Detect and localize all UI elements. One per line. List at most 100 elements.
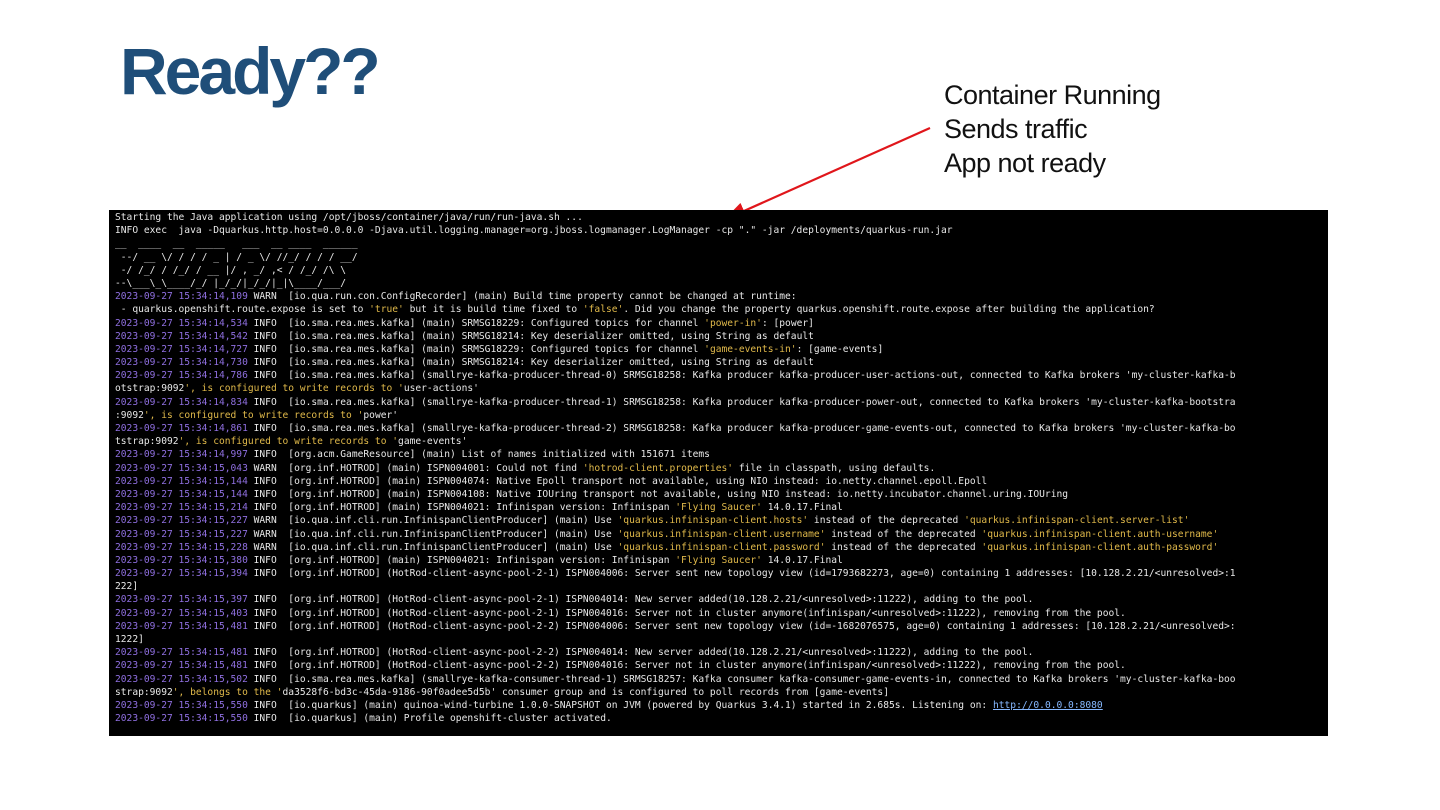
log-line: --/ __ \/ / / / _ | / _ \/ //_/ / / / __… — [109, 251, 1328, 264]
log-timestamp: 2023-09-27 15:34:15,380 — [115, 554, 248, 566]
log-message: INFO [org.inf.HOTROD] (HotRod-client-asy… — [247, 660, 1126, 672]
log-message: strap:9092', belongs to the 'da3528f6-bd… — [115, 686, 889, 698]
log-timestamp: 2023-09-27 15:34:15,403 — [115, 607, 248, 619]
log-message: WARN [io.qua.inf.cli.run.InfinispanClien… — [247, 528, 1219, 540]
terminal-log[interactable]: Starting the Java application using /opt… — [109, 210, 1328, 736]
log-line: 2023-09-27 15:34:14,730 INFO [io.sma.rea… — [109, 356, 1328, 369]
log-line: 2023-09-27 15:34:14,861 INFO [io.sma.rea… — [109, 422, 1328, 435]
log-line: 2023-09-27 15:34:15,550 INFO [io.quarkus… — [109, 699, 1328, 712]
log-line: 2023-09-27 15:34:14,534 INFO [io.sma.rea… — [109, 317, 1328, 330]
log-line: 1222] — [109, 633, 1328, 646]
log-timestamp: 2023-09-27 15:34:15,227 — [115, 528, 248, 540]
log-message: INFO [org.inf.HOTROD] (HotRod-client-asy… — [247, 568, 1236, 580]
callout-line-container-running: Container Running — [944, 80, 1161, 110]
log-message: INFO [io.quarkus] (main) quinoa-wind-tur… — [247, 699, 993, 711]
log-line: 2023-09-27 15:34:15,144 INFO [org.inf.HO… — [109, 475, 1328, 488]
log-message: - quarkus.openshift.route.expose is set … — [115, 304, 1155, 316]
log-line: 2023-09-27 15:34:15,214 INFO [org.inf.HO… — [109, 501, 1328, 514]
log-line: 2023-09-27 15:34:15,227 WARN [io.qua.inf… — [109, 514, 1328, 527]
log-timestamp: 2023-09-27 15:34:14,834 — [115, 396, 248, 408]
log-line: 2023-09-27 15:34:14,109 WARN [io.qua.run… — [109, 290, 1328, 303]
log-message: INFO [io.sma.rea.mes.kafka] (main) SRMSG… — [247, 317, 814, 329]
log-timestamp: 2023-09-27 15:34:15,550 — [115, 699, 248, 711]
log-message: INFO [io.sma.rea.mes.kafka] (main) SRMSG… — [247, 330, 814, 342]
log-line: 2023-09-27 15:34:15,481 INFO [org.inf.HO… — [109, 646, 1328, 659]
log-message: INFO [org.inf.HOTROD] (main) ISPN004021:… — [247, 554, 843, 566]
log-url-link[interactable]: http://0.0.0.0:8080 — [992, 699, 1103, 711]
log-message: --\___\_\____/_/ |_/_/|_/_/|_|\____/___/ — [115, 277, 347, 289]
log-line: otstrap:9092', is configured to write re… — [109, 382, 1328, 395]
log-timestamp: 2023-09-27 15:34:14,534 — [115, 317, 248, 329]
callout-line-sends-traffic: Sends traffic — [944, 114, 1088, 144]
log-message: WARN [org.inf.HOTROD] (main) ISPN004001:… — [247, 462, 936, 474]
log-timestamp: 2023-09-27 15:34:15,397 — [115, 594, 248, 606]
log-timestamp: 2023-09-27 15:34:14,727 — [115, 343, 248, 355]
log-message: INFO [org.inf.HOTROD] (main) ISPN004108:… — [247, 488, 1069, 500]
log-timestamp: 2023-09-27 15:34:14,786 — [115, 370, 248, 382]
log-timestamp: 2023-09-27 15:34:15,481 — [115, 647, 248, 659]
log-timestamp: 2023-09-27 15:34:15,144 — [115, 488, 248, 500]
log-line: 2023-09-27 15:34:14,727 INFO [io.sma.rea… — [109, 343, 1328, 356]
log-timestamp: 2023-09-27 15:34:14,109 — [115, 291, 248, 303]
log-line: 2023-09-27 15:34:14,786 INFO [io.sma.rea… — [109, 369, 1328, 382]
log-timestamp: 2023-09-27 15:34:15,550 — [115, 713, 248, 725]
log-line: 2023-09-27 15:34:15,397 INFO [org.inf.HO… — [109, 593, 1328, 606]
log-line: INFO exec java -Dquarkus.http.host=0.0.0… — [109, 224, 1328, 237]
log-line: 2023-09-27 15:34:15,481 INFO [org.inf.HO… — [109, 659, 1328, 672]
log-timestamp: 2023-09-27 15:34:14,861 — [115, 423, 248, 434]
log-message: INFO [org.inf.HOTROD] (HotRod-client-asy… — [247, 620, 1236, 632]
log-line: - quarkus.openshift.route.expose is set … — [109, 303, 1328, 316]
log-message: WARN [io.qua.run.con.ConfigRecorder] (ma… — [247, 291, 797, 303]
log-message: INFO [io.quarkus] (main) Profile openshi… — [247, 713, 612, 725]
log-line: 2023-09-27 15:34:15,144 INFO [org.inf.HO… — [109, 488, 1328, 501]
log-timestamp: 2023-09-27 15:34:15,394 — [115, 568, 248, 580]
log-message: INFO [org.inf.HOTROD] (main) ISPN004021:… — [247, 502, 843, 514]
log-timestamp: 2023-09-27 15:34:15,214 — [115, 502, 248, 514]
log-line: 2023-09-27 15:34:15,380 INFO [org.inf.HO… — [109, 554, 1328, 567]
log-message: INFO [org.inf.HOTROD] (main) ISPN004074:… — [247, 475, 988, 487]
log-line: 2023-09-27 15:34:15,550 INFO [io.quarkus… — [109, 712, 1328, 725]
log-timestamp: 2023-09-27 15:34:14,730 — [115, 357, 248, 369]
log-message: -/ /_/ / /_/ / __ |/ , _/ ,< / /_/ /\ \ — [115, 264, 347, 276]
log-line: 222] — [109, 580, 1328, 593]
log-message: otstrap:9092', is configured to write re… — [115, 383, 479, 395]
log-timestamp: 2023-09-27 15:34:15,043 — [115, 462, 248, 474]
log-line: 2023-09-27 15:34:14,542 INFO [io.sma.rea… — [109, 330, 1328, 343]
log-timestamp: 2023-09-27 15:34:15,227 — [115, 515, 248, 527]
log-message: INFO [io.sma.rea.mes.kafka] (main) SRMSG… — [247, 343, 884, 355]
log-message: WARN [io.qua.inf.cli.run.InfinispanClien… — [247, 515, 1190, 527]
callout-text: Container Running Sends traffic App not … — [944, 78, 1161, 180]
callout-line-app-not-ready: App not ready — [944, 148, 1106, 178]
log-line: --\___\_\____/_/ |_/_/|_/_/|_|\____/___/ — [109, 277, 1328, 290]
log-message: INFO [org.inf.HOTROD] (HotRod-client-asy… — [247, 607, 1126, 619]
slide-title: Ready?? — [120, 34, 381, 108]
log-message: INFO [io.sma.rea.mes.kafka] (smallrye-ka… — [247, 423, 1236, 434]
log-message: INFO [io.sma.rea.mes.kafka] (smallrye-ka… — [247, 673, 1236, 685]
log-message: INFO [io.sma.rea.mes.kafka] (smallrye-ka… — [247, 396, 1236, 408]
log-line: tstrap:9092', is configured to write rec… — [109, 435, 1328, 448]
log-message: INFO [org.acm.GameResource] (main) List … — [247, 449, 710, 461]
log-line: -/ /_/ / /_/ / __ |/ , _/ ,< / /_/ /\ \ — [109, 264, 1328, 277]
log-line: 2023-09-27 15:34:15,394 INFO [org.inf.HO… — [109, 567, 1328, 580]
log-line: 2023-09-27 15:34:15,227 WARN [io.qua.inf… — [109, 528, 1328, 541]
log-message: WARN [io.qua.inf.cli.run.InfinispanClien… — [247, 541, 1219, 553]
log-message: 222] — [115, 581, 139, 593]
log-message: Starting the Java application using /opt… — [115, 212, 583, 223]
log-line: strap:9092', belongs to the 'da3528f6-bd… — [109, 686, 1328, 699]
log-message: tstrap:9092', is configured to write rec… — [115, 436, 468, 448]
log-message: INFO [org.inf.HOTROD] (HotRod-client-asy… — [247, 647, 1034, 659]
log-timestamp: 2023-09-27 15:34:14,542 — [115, 330, 248, 342]
log-line: :9092', is configured to write records t… — [109, 409, 1328, 422]
log-line: __ ____ __ _____ ___ __ ____ ______ — [109, 237, 1328, 250]
log-line: 2023-09-27 15:34:14,834 INFO [io.sma.rea… — [109, 396, 1328, 409]
log-line: 2023-09-27 15:34:15,043 WARN [org.inf.HO… — [109, 462, 1328, 475]
log-line: 2023-09-27 15:34:15,481 INFO [org.inf.HO… — [109, 620, 1328, 633]
log-message: INFO [org.inf.HOTROD] (HotRod-client-asy… — [247, 594, 1034, 606]
log-message: __ ____ __ _____ ___ __ ____ ______ — [115, 238, 358, 250]
log-timestamp: 2023-09-27 15:34:15,502 — [115, 673, 248, 685]
log-message: 1222] — [115, 634, 144, 645]
log-timestamp: 2023-09-27 15:34:15,144 — [115, 475, 248, 487]
log-message: INFO exec java -Dquarkus.http.host=0.0.0… — [115, 225, 953, 237]
log-timestamp: 2023-09-27 15:34:14,997 — [115, 449, 248, 461]
log-message: :9092', is configured to write records t… — [115, 409, 399, 421]
